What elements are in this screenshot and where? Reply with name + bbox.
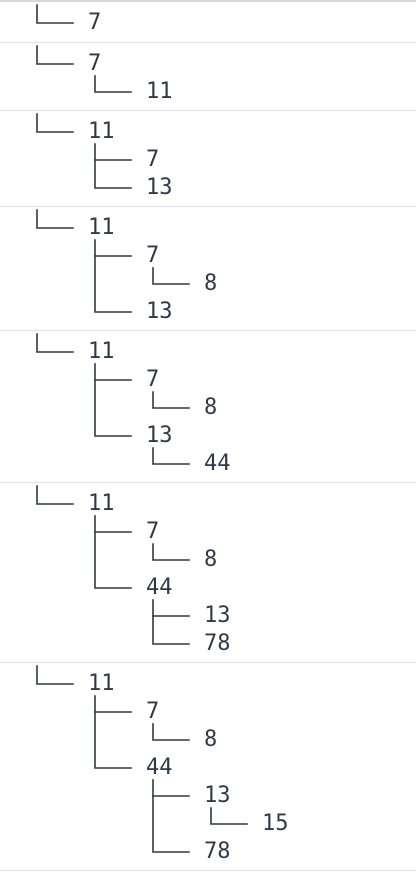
last-branch-connector xyxy=(152,543,190,561)
tree-node-value: 13 xyxy=(146,423,173,448)
last-branch-connector xyxy=(152,795,190,853)
tree-connectors xyxy=(36,113,132,189)
branch-connector xyxy=(94,695,132,713)
tree-block: 11 7 8 13 xyxy=(0,207,416,331)
tree-node-value: 7 xyxy=(88,10,102,35)
tree-node-value: 44 xyxy=(146,755,173,780)
last-branch-connector xyxy=(36,333,74,353)
tree-node-value: 7 xyxy=(146,147,160,172)
tree-connectors xyxy=(36,209,190,313)
last-branch-connector xyxy=(36,45,74,65)
tree-block: 11 7 13 xyxy=(0,111,416,207)
tree-node-value: 11 xyxy=(88,215,115,240)
last-branch-connector xyxy=(94,711,132,769)
tree-node-value: 11 xyxy=(88,339,115,364)
last-branch-connector xyxy=(210,807,248,825)
tree-node-value: 7 xyxy=(146,243,160,268)
tree-node-value: 7 xyxy=(146,367,160,392)
tree-node-value: 11 xyxy=(88,671,115,696)
tree-node-value: 11 xyxy=(146,79,173,104)
last-branch-connector xyxy=(36,209,74,229)
tree-node-value: 11 xyxy=(88,119,115,144)
last-branch-connector xyxy=(36,4,74,24)
tree-node-value: 8 xyxy=(204,271,218,296)
tree-connectors xyxy=(36,485,190,645)
tree-node-value: 78 xyxy=(204,839,231,864)
last-branch-connector xyxy=(36,485,74,505)
last-branch-connector xyxy=(94,379,132,437)
tree-node-value: 8 xyxy=(204,727,218,752)
last-branch-connector xyxy=(94,531,132,589)
tree-node-value: 8 xyxy=(204,395,218,420)
tree-connectors xyxy=(36,4,74,24)
tree-node-value: 78 xyxy=(204,631,231,656)
tree-node-value: 13 xyxy=(146,299,173,324)
tree-connectors xyxy=(36,333,190,465)
tree-node-value: 13 xyxy=(204,603,231,628)
last-branch-connector xyxy=(94,159,132,189)
last-branch-connector xyxy=(152,391,190,409)
branch-connector xyxy=(94,239,132,257)
tree-node-value: 7 xyxy=(146,699,160,724)
tree-node-value: 15 xyxy=(262,811,289,836)
tree-node-value: 44 xyxy=(146,575,173,600)
last-branch-connector xyxy=(94,255,132,313)
branch-connector xyxy=(152,599,190,617)
tree-node-value: 13 xyxy=(146,175,173,200)
last-branch-connector xyxy=(152,615,190,645)
last-branch-connector xyxy=(36,113,74,133)
tree-block: 11 7 8 13 44 xyxy=(0,331,416,483)
tree-node-value: 7 xyxy=(88,51,102,76)
tree-node-value: 44 xyxy=(204,451,231,476)
tree-node-value: 11 xyxy=(88,491,115,516)
tree-node-value: 8 xyxy=(204,547,218,572)
last-branch-connector xyxy=(152,447,190,465)
tree-block: 7 xyxy=(0,0,416,43)
tree-connectors xyxy=(36,665,248,853)
last-branch-connector xyxy=(152,723,190,741)
tree-node-value: 7 xyxy=(146,519,160,544)
last-branch-connector xyxy=(36,665,74,685)
tree-node-value: 13 xyxy=(204,783,231,808)
branch-connector xyxy=(94,515,132,533)
branch-connector xyxy=(94,363,132,381)
last-branch-connector xyxy=(152,267,190,285)
tree-connectors xyxy=(36,45,132,93)
branch-connector xyxy=(94,143,132,161)
branch-connector xyxy=(152,779,190,797)
tree-block: 7 11 xyxy=(0,43,416,111)
last-branch-connector xyxy=(94,75,132,93)
